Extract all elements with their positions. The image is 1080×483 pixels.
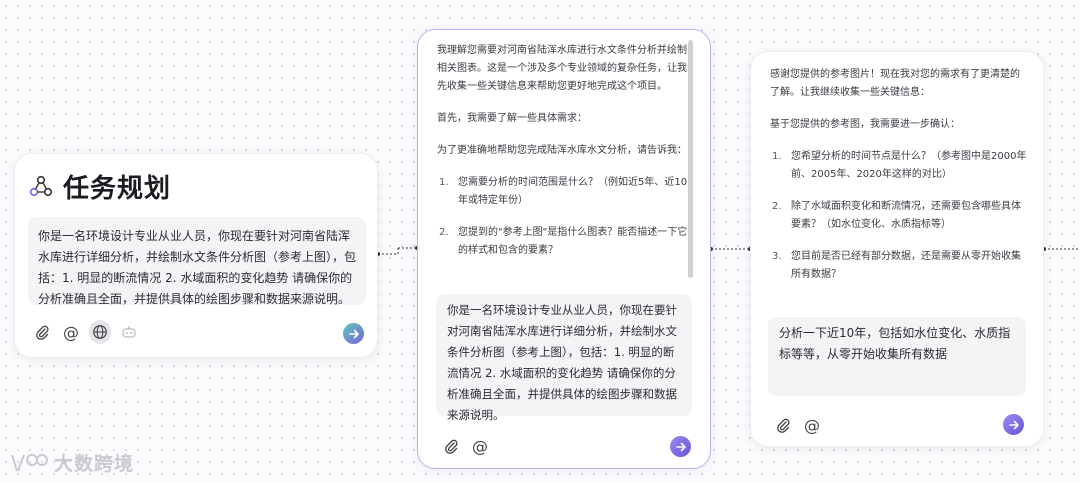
watermark: 大数跨境 [8,449,134,476]
intro-text: 我理解您需要对河南省陆浑水库进行水文条件分析并绘制相关图表。这是一个涉及多个专业… [437,45,687,92]
at-icon[interactable]: @ [472,436,488,456]
paperclip-icon[interactable] [31,321,53,343]
watermark-logo-icon [11,453,48,471]
paperclip-icon[interactable] [772,414,794,436]
card-title-row: 任务规划 [28,168,171,205]
paperclip-icon[interactable] [440,435,462,457]
list-item: 1.您希望分析的时间节点是什么？（参考图中是2000年前、2005年、2020年… [772,151,1027,180]
send-button[interactable] [343,323,364,344]
at-icon[interactable]: @ [804,415,820,435]
assistant-message: 感谢您提供的参考图片！现在我对您的需求有了更清楚的了解。让我继续收集一些关键信息… [770,66,1027,298]
first-text: 首先，我需要了解一些具体需求： [437,113,587,124]
clarification-card-2: 感谢您提供的参考图片！现在我对您的需求有了更清楚的了解。让我继续收集一些关键信息… [750,51,1044,447]
nodes-icon [29,175,53,196]
web-search-button[interactable] [89,320,111,344]
lead-text: 基于您提供的参考图，我需要进一步确认： [770,119,960,130]
user-message: 你是一名环境设计专业从业人员，你现在要针对河南省陆浑水库进行详细分析，并绘制水文… [436,294,692,422]
arrow-right-icon [675,442,686,451]
input-toolbar: @ [440,435,498,457]
at-icon[interactable]: @ [63,322,79,342]
intro-text: 感谢您提供的参考图片！现在我对您的需求有了更清楚的了解。让我继续收集一些关键信息… [770,69,1020,98]
watermark-text: 大数跨境 [54,453,135,475]
question-list: 1.您需要分析的时间范围是什么？（例如近5年、近10年或特定年份） 2.您提到的… [437,174,692,260]
scrollbar[interactable] [688,40,693,278]
reply-input[interactable]: 分析一下近10年，包括如水位变化、水质指标等等，从零开始收集所有数据 [768,317,1026,396]
list-item: 1.您需要分析的时间范围是什么？（例如近5年、近10年或特定年份） [439,177,688,206]
clarification-card-1: 我理解您需要对河南省陆浑水库进行水文条件分析并绘制相关图表。这是一个涉及多个专业… [417,29,711,469]
arrow-right-icon [348,329,359,338]
list-item: 2.除了水域面积变化和断流情况，还需要包含哪些具体要素？（如水位变化、水质指标等… [772,201,1021,230]
question-list: 1.您希望分析的时间节点是什么？（参考图中是2000年前、2005年、2020年… [770,148,1027,284]
input-toolbar: @ [31,320,147,344]
list-item: 3.您目前是否已经有部分数据，还是需要从零开始收集所有数据？ [772,251,1021,280]
prompt-input[interactable]: 你是一名环境设计专业从业人员，你现在要针对河南省陆浑水库进行详细分析，并绘制水文… [28,217,366,306]
robot-icon[interactable] [118,321,140,343]
globe-icon [89,320,111,344]
send-button[interactable] [1003,414,1024,435]
assistant-message: 我理解您需要对河南省陆浑水库进行水文条件分析并绘制相关图表。这是一个涉及多个专业… [437,42,692,274]
list-item: 2.您提到的"参考上图"是指什么图表？能否描述一下它的样式和包含的要素？ [439,227,688,256]
card-title: 任务规划 [63,174,172,204]
lead-text: 为了更准确地帮助您完成陆浑水库水文分析，请告诉我： [437,145,687,156]
send-button[interactable] [670,436,691,457]
input-toolbar: @ [772,414,830,436]
arrow-right-icon [1008,420,1019,429]
task-planning-card: 任务规划 你是一名环境设计专业从业人员，你现在要针对河南省陆浑水库进行详细分析，… [14,153,378,358]
